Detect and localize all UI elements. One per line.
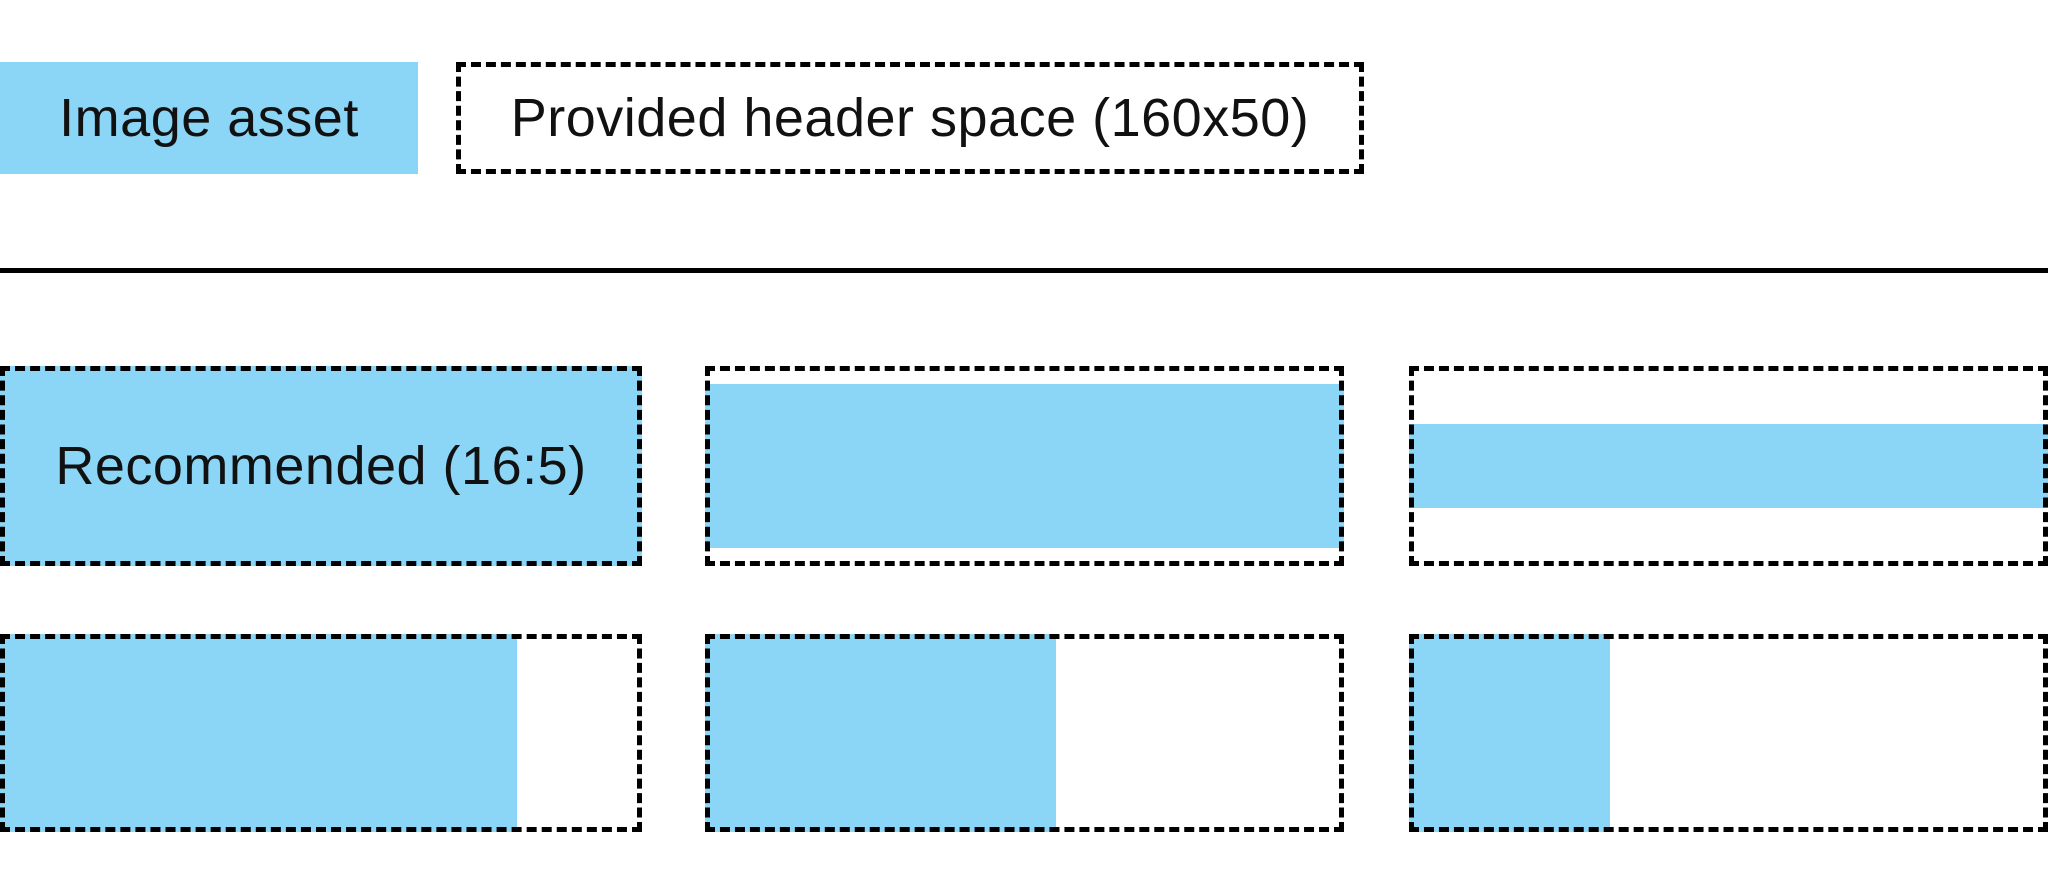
demo-box-wider-ratio-letterboxed xyxy=(705,366,1344,566)
legend-provided-header-space-label: Provided header space (160x50) xyxy=(510,88,1310,148)
demo-box-taller-ratio-pillarboxed xyxy=(0,634,642,832)
legend-image-asset-swatch: Image asset xyxy=(0,62,418,174)
image-asset-fill xyxy=(0,634,517,832)
image-asset-fill xyxy=(705,384,1344,548)
image-asset-fill xyxy=(1409,424,2048,508)
demo-box-16x9-ratio-pillarboxed xyxy=(705,634,1344,832)
demo-box-widest-ratio-letterboxed xyxy=(1409,366,2048,566)
section-divider xyxy=(0,268,2048,273)
image-asset-fill xyxy=(1409,634,1611,832)
demo-box-recommended-16x5: Recommended (16:5) xyxy=(0,366,642,566)
legend-provided-header-space-box: Provided header space (160x50) xyxy=(456,62,1364,174)
image-asset-fill xyxy=(0,366,642,566)
recommended-ratio-label: Recommended (16:5) xyxy=(55,436,587,496)
image-asset-fill xyxy=(705,634,1057,832)
demo-box-square-ratio-pillarboxed xyxy=(1409,634,2048,832)
legend-image-asset-label: Image asset xyxy=(59,88,359,148)
